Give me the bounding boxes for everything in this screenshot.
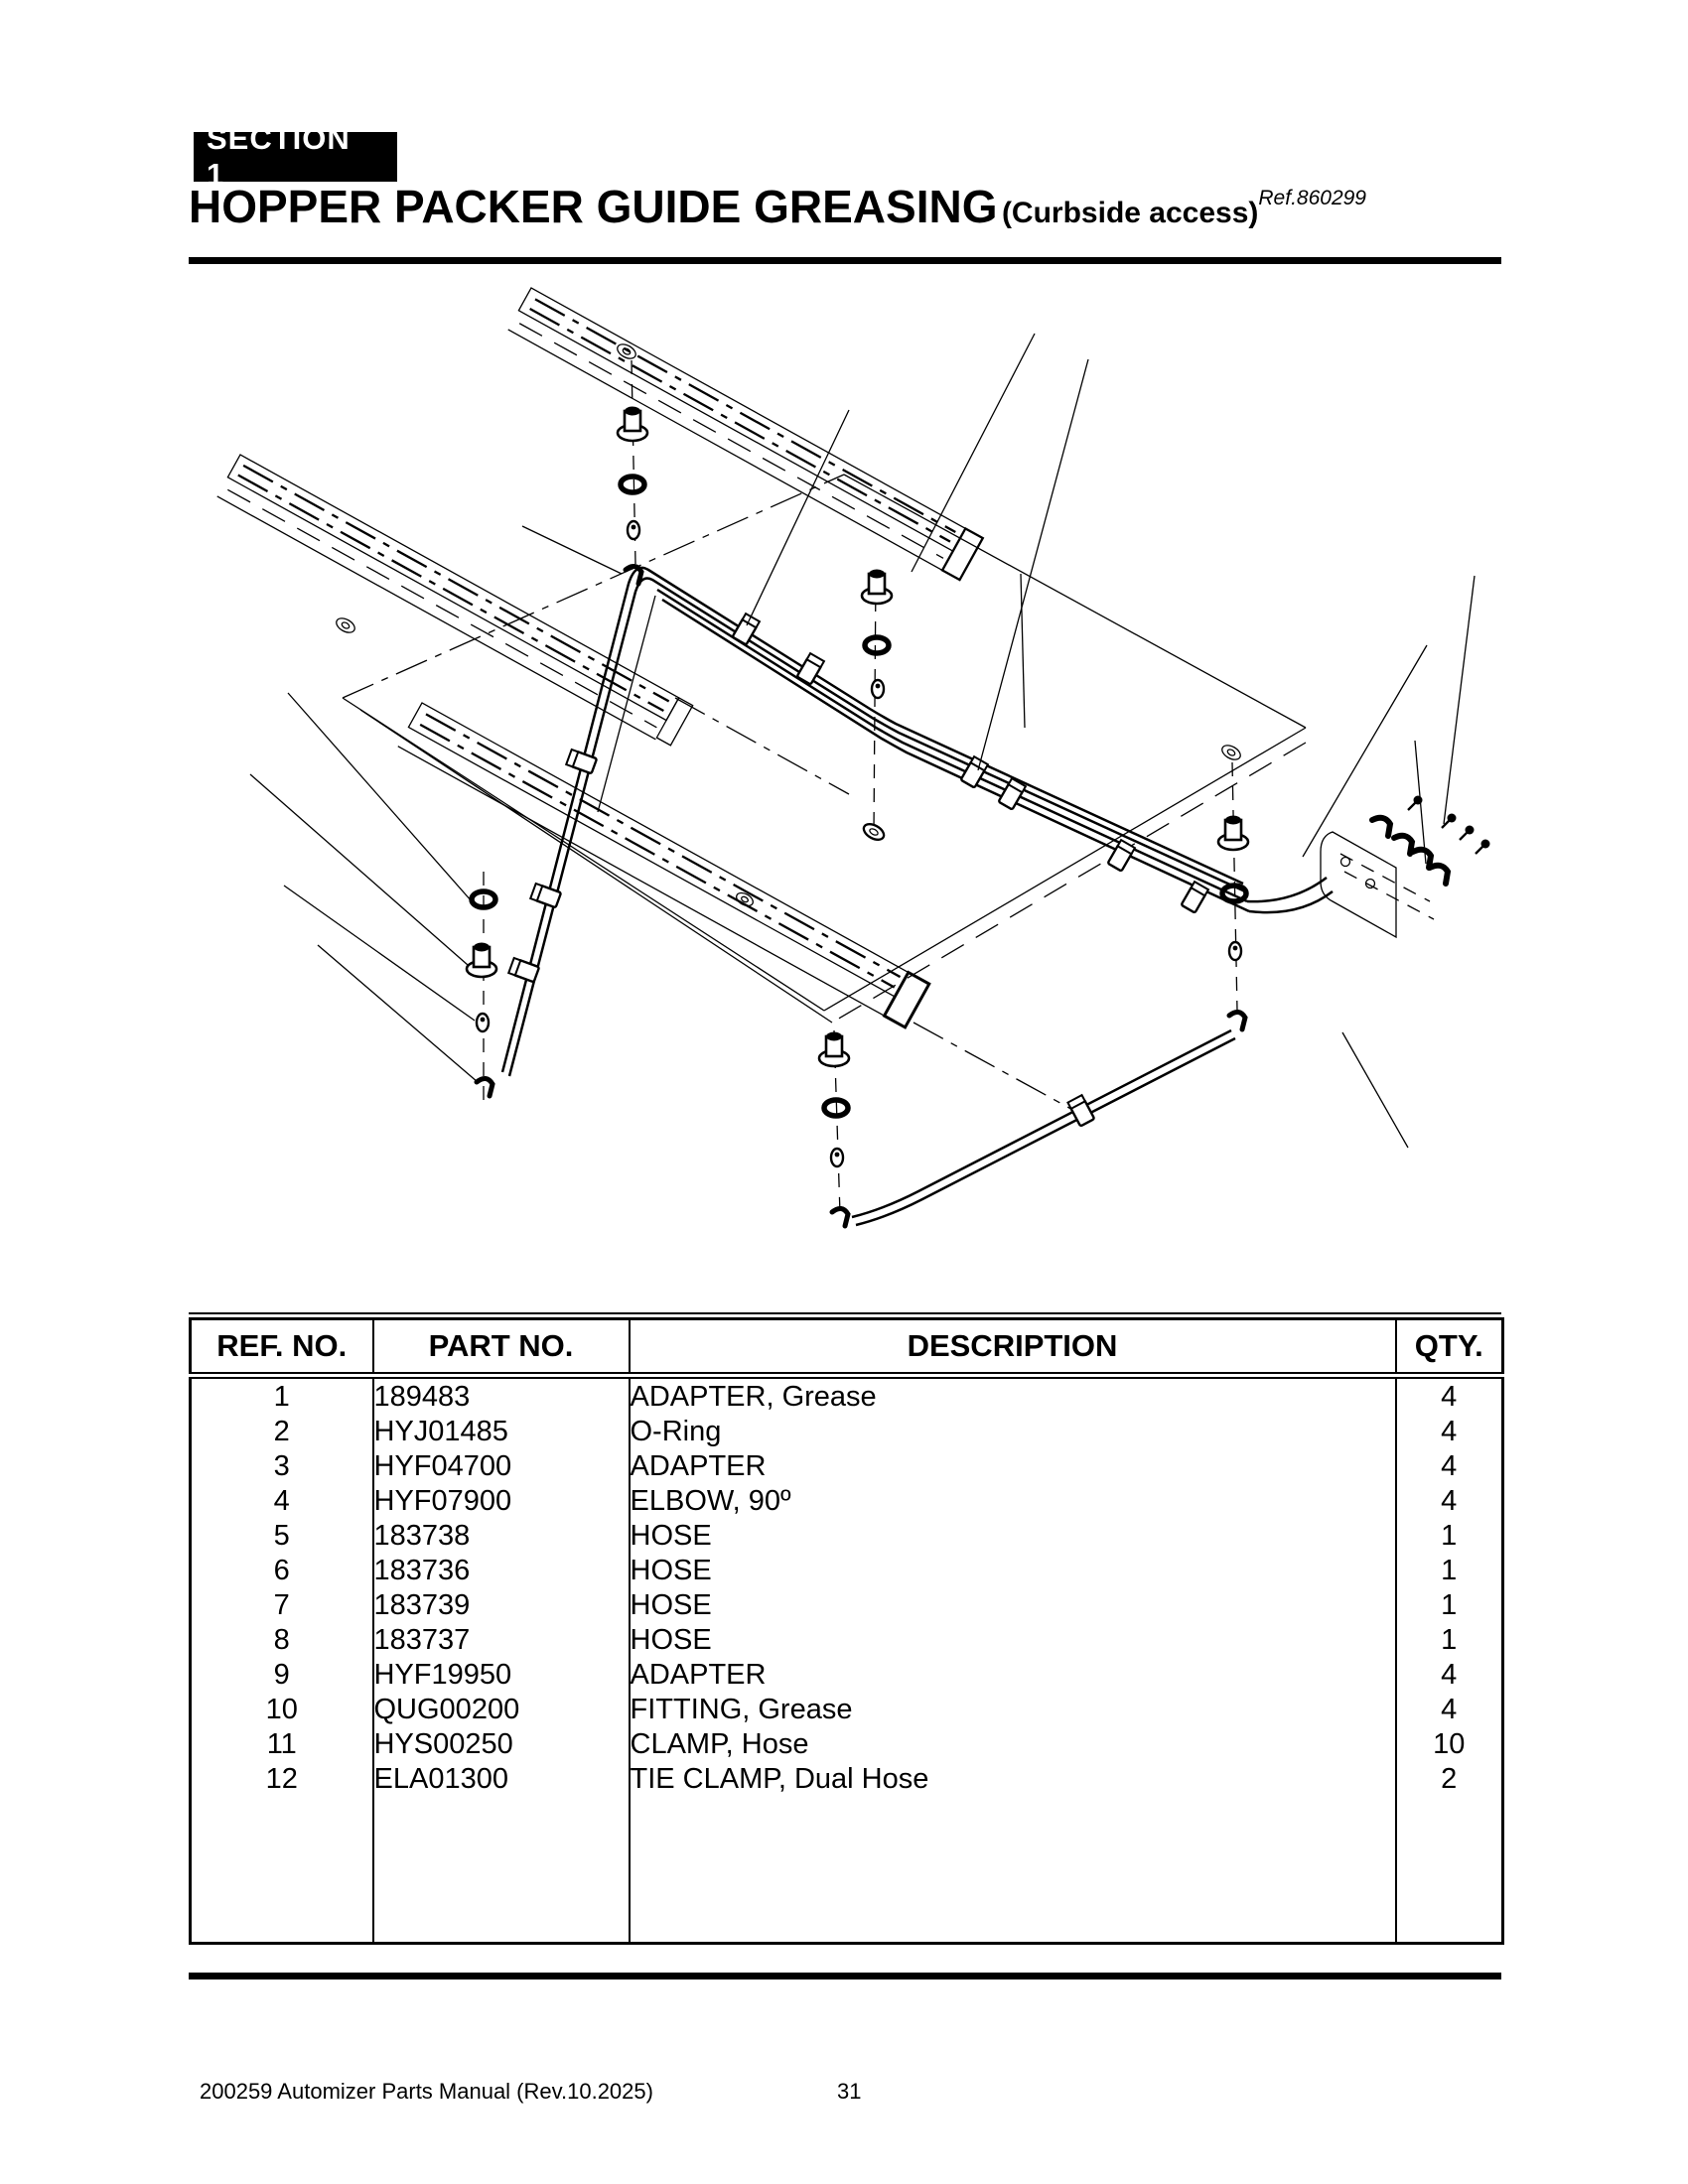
- guide-plate: [342, 474, 1307, 1024]
- title-subtext: (Curbside access): [1001, 197, 1259, 229]
- title-rule: [189, 257, 1501, 264]
- grease-stack-apex: [860, 569, 894, 841]
- rail-left: [216, 454, 850, 795]
- hose-bundle: [500, 566, 1250, 1077]
- elbow-fitting: [623, 564, 644, 587]
- manifold-elbows: [1369, 814, 1452, 887]
- table-header-row: REF. NO. PART NO. DESCRIPTION QTY.: [190, 1318, 1503, 1379]
- header-part-no: PART NO.: [372, 1318, 631, 1379]
- manifold-bracket: [1246, 795, 1490, 939]
- title-text: HOPPER PACKER GUIDE GREASING: [189, 181, 998, 232]
- grease-stack-bottom: [817, 1029, 851, 1229]
- rail-center: [397, 702, 1088, 1119]
- footer-page-number: 31: [837, 2079, 862, 2104]
- o-ring: [618, 474, 647, 495]
- grease-stack-left: [465, 872, 498, 1100]
- footer-rule: [189, 1973, 1501, 1979]
- exploded-parts-diagram: [216, 287, 1490, 1229]
- page-title: HOPPER PACKER GUIDE GREASING (Curbside a…: [189, 180, 1579, 233]
- section-badge: SECTION 1: [194, 121, 397, 192]
- rail-upper-right: [507, 287, 985, 582]
- leader-lines: [249, 333, 1476, 1149]
- hose-lower: [851, 1028, 1236, 1227]
- header-description: DESCRIPTION: [629, 1318, 1397, 1379]
- grease-adapter: [616, 406, 649, 443]
- grease-stack-top: [616, 359, 649, 587]
- header-ref-no: REF. NO.: [190, 1318, 374, 1379]
- header-qty: QTY.: [1395, 1318, 1503, 1379]
- hose-clamps: [506, 612, 1210, 1127]
- title-ref-note: Ref.860299: [1258, 187, 1366, 209]
- table-filler-row: [190, 1796, 1503, 1944]
- footer-manual-info: 200259 Automizer Parts Manual (Rev.10.20…: [200, 2079, 653, 2104]
- adapter-small: [626, 519, 641, 541]
- section-label: SECTION 1: [207, 121, 351, 192]
